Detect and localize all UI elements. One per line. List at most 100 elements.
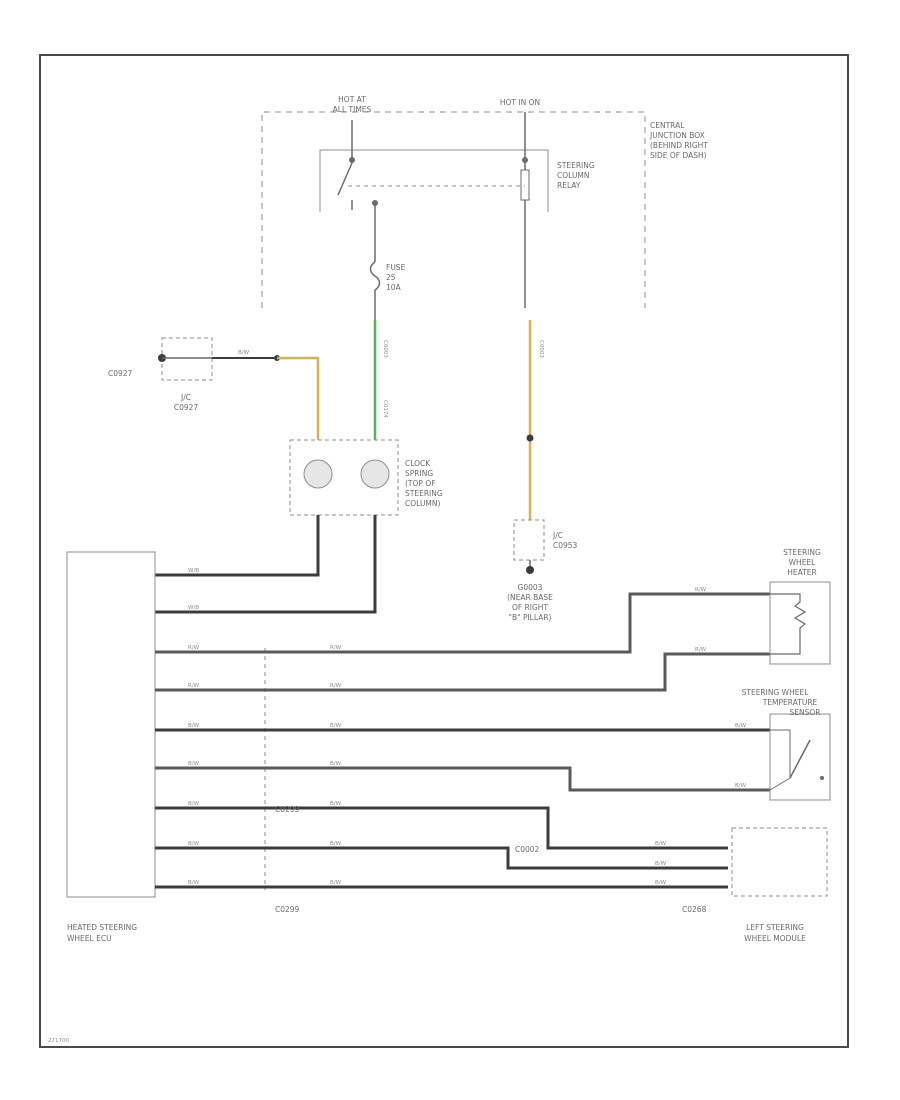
label-heated-steering-wheel-ecu: HEATED STEERING WHEEL ECU bbox=[67, 923, 137, 943]
label-line: WHEEL ECU bbox=[67, 934, 112, 943]
wire-code: B/W bbox=[735, 723, 747, 729]
ecu-heater-wire-1 bbox=[155, 592, 770, 654]
label-c0299-bottom: C0299 bbox=[275, 905, 300, 914]
sensor-internal-wiring bbox=[769, 729, 791, 791]
wire-code-c0927: B/W bbox=[238, 350, 250, 356]
clock-spring-to-ecu-wire-1 bbox=[155, 515, 320, 577]
wire-code: B/W bbox=[330, 801, 342, 807]
ecu-sensor-wire-2 bbox=[155, 766, 770, 792]
label-line: (NEAR BASE bbox=[507, 593, 553, 602]
label-line: COLUMN bbox=[557, 171, 590, 180]
label-c0268: C0268 bbox=[682, 905, 707, 914]
label-line: 10A bbox=[386, 283, 402, 292]
wire-code: B/W bbox=[330, 723, 342, 729]
diagram-id: 271700 bbox=[48, 1038, 69, 1044]
left-steering-wheel-module bbox=[731, 827, 828, 897]
relay-coil-node bbox=[522, 157, 528, 163]
relay-contact-top bbox=[349, 157, 355, 163]
jc-c0927-box bbox=[161, 337, 213, 381]
wire-code: B/W bbox=[655, 841, 667, 847]
steering-wheel-heater-box bbox=[769, 581, 831, 665]
ground-g0003 bbox=[526, 566, 534, 574]
clock-spring-coil-right bbox=[360, 459, 390, 489]
wire-code-green-1: C0003 bbox=[382, 340, 388, 358]
clock-spring-coil-left bbox=[303, 459, 333, 489]
ecu-heater-wire-2 bbox=[155, 652, 770, 692]
label-line: COLUMN) bbox=[405, 499, 441, 508]
central-junction-box-outline bbox=[261, 111, 646, 308]
c0927-yellow-wire bbox=[277, 356, 320, 440]
fuse-symbol bbox=[369, 261, 381, 291]
sensor-switch-contact bbox=[820, 776, 824, 780]
heater-element bbox=[770, 593, 807, 655]
wire-code: W/B bbox=[188, 568, 199, 574]
label-clock-spring: CLOCK SPRING (TOP OF STEERING COLUMN) bbox=[405, 459, 443, 508]
label-g0003: G0003 (NEAR BASE OF RIGHT "B" PILLAR) bbox=[507, 583, 553, 622]
heated-steering-wheel-ecu bbox=[66, 551, 156, 898]
label-line: OF RIGHT bbox=[512, 603, 548, 612]
wire-code: R/W bbox=[695, 587, 707, 593]
label-c0927: C0927 bbox=[108, 369, 133, 378]
label-left-steering-wheel-module: LEFT STEERING WHEEL MODULE bbox=[744, 923, 806, 943]
relay-switch-blade bbox=[337, 162, 353, 196]
wire-code: R/W bbox=[330, 645, 342, 651]
label-c0299-top: C0299 bbox=[275, 805, 300, 814]
sensor-switch-blade bbox=[789, 739, 811, 779]
label-line: STEERING bbox=[557, 161, 595, 170]
label-line: "B" PILLAR) bbox=[509, 613, 552, 622]
label-jc-c0953: J/C C0953 bbox=[552, 531, 578, 550]
wire-code-green-2: C0174 bbox=[382, 400, 388, 418]
label-central-junction-box: CENTRAL JUNCTION BOX (BEHIND RIGHT SIDE … bbox=[649, 121, 708, 160]
label-line: J/C bbox=[180, 393, 191, 402]
label-line: JUNCTION BOX bbox=[649, 131, 705, 140]
diagram-frame bbox=[39, 54, 849, 1048]
wire-code: R/W bbox=[330, 683, 342, 689]
label-line: 25 bbox=[386, 273, 396, 282]
wire-code: B/W bbox=[188, 841, 200, 847]
label-line: CLOCK bbox=[405, 459, 431, 468]
label-line: SPRING bbox=[405, 469, 433, 478]
label-hot-in-on: HOT IN ON bbox=[500, 98, 540, 107]
label-line: STEERING bbox=[405, 489, 443, 498]
ecu-module-wire-2 bbox=[155, 846, 728, 870]
wire-code: R/W bbox=[188, 683, 200, 689]
label-line: SIDE OF DASH) bbox=[650, 151, 707, 160]
label-line: SENSOR bbox=[790, 708, 821, 717]
wire-code: R/W bbox=[188, 645, 200, 651]
wire-code: B/W bbox=[188, 723, 200, 729]
wire-code: B/W bbox=[330, 880, 342, 886]
label-steering-column-relay: STEERING COLUMN RELAY bbox=[557, 161, 595, 190]
ecu-module-wire-1 bbox=[155, 806, 728, 850]
label-line: CENTRAL bbox=[650, 121, 685, 130]
relay-coil bbox=[520, 169, 530, 201]
label-line: (TOP OF bbox=[405, 479, 436, 488]
wire-code-yellow-1: C0003 bbox=[538, 340, 544, 358]
wire-code: B/W bbox=[330, 761, 342, 767]
label-line: LEFT STEERING bbox=[746, 923, 804, 932]
label-steering-wheel-heater: STEERING WHEEL HEATER bbox=[783, 548, 821, 577]
label-fuse: FUSE 25 10A bbox=[386, 263, 406, 292]
label-line: ALL TIMES bbox=[333, 105, 372, 114]
label-line: FUSE bbox=[386, 263, 406, 272]
label-line: RELAY bbox=[557, 181, 581, 190]
label-line: C0927 bbox=[174, 403, 199, 412]
label-steering-wheel-temp-sensor: STEERING WHEEL TEMPERATURE SENSOR bbox=[742, 688, 821, 717]
temperature-sensor-box bbox=[769, 713, 831, 801]
label-line: C0953 bbox=[553, 541, 578, 550]
wire-code: B/W bbox=[188, 761, 200, 767]
wire-code: R/W bbox=[695, 647, 707, 653]
label-line: WHEEL bbox=[789, 558, 817, 567]
wire-code: B/W bbox=[330, 841, 342, 847]
wire-code: B/W bbox=[188, 801, 200, 807]
label-line: HEATER bbox=[787, 568, 816, 577]
label-line: WHEEL MODULE bbox=[744, 934, 806, 943]
relay-box-outline bbox=[319, 149, 549, 212]
splice-node bbox=[526, 434, 534, 442]
jc-c0953-box bbox=[513, 519, 545, 561]
wire-code: B/W bbox=[655, 861, 667, 867]
label-c0002: C0002 bbox=[515, 845, 540, 854]
wire-code: B/W bbox=[735, 783, 747, 789]
label-line: J/C bbox=[552, 531, 563, 540]
label-line: (BEHIND RIGHT bbox=[650, 141, 708, 150]
